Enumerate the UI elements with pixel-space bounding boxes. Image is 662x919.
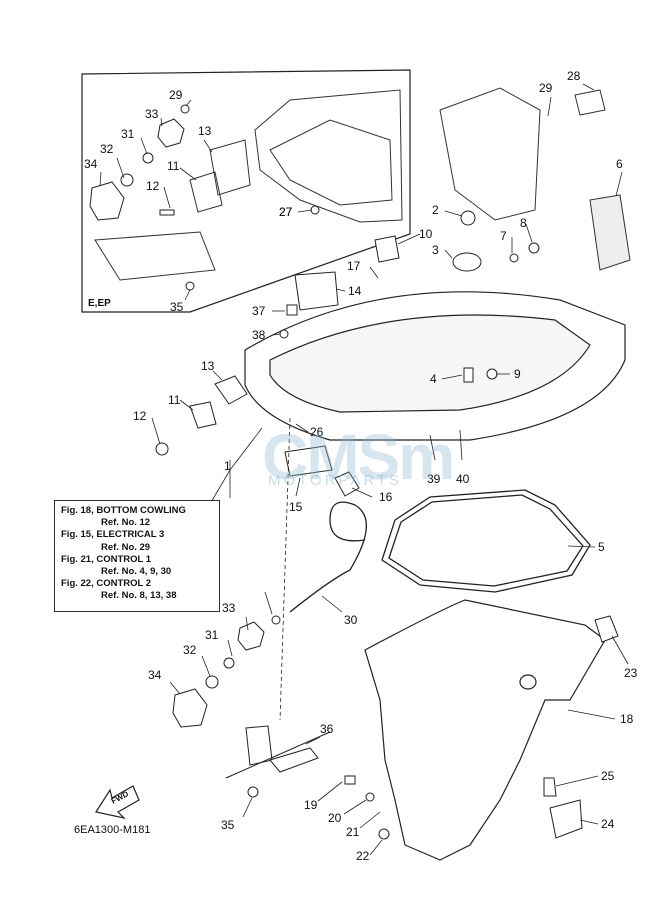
inset-callout-27: 27 bbox=[279, 205, 293, 219]
callout-21: 21 bbox=[346, 825, 360, 839]
callout-20: 20 bbox=[328, 811, 342, 825]
callout-14: 14 bbox=[348, 284, 362, 298]
lower-cover bbox=[364, 599, 606, 861]
fwd-arrow: FWD bbox=[95, 785, 140, 820]
inset-callout-13: 13 bbox=[198, 124, 212, 138]
callout-8: 8 bbox=[520, 216, 527, 230]
callout-19: 19 bbox=[304, 798, 318, 812]
inset-callout-12: 12 bbox=[146, 179, 160, 193]
callout-23: 23 bbox=[624, 666, 638, 680]
callout-2: 2 bbox=[432, 203, 439, 217]
callout-27: 27 bbox=[279, 205, 293, 219]
callout-39: 39 bbox=[427, 472, 441, 486]
callout-1: 1 bbox=[224, 459, 231, 473]
callout-40: 40 bbox=[456, 472, 470, 486]
callout-6: 6 bbox=[616, 157, 623, 171]
callout-24: 24 bbox=[601, 817, 615, 831]
bottom-cowling-tray bbox=[244, 291, 626, 441]
lower-bracket bbox=[225, 725, 331, 779]
callout-11: 11 bbox=[168, 393, 181, 407]
upper-bracket bbox=[439, 87, 631, 271]
cable bbox=[289, 501, 368, 613]
callout-30: 30 bbox=[344, 613, 358, 627]
callout-38: 38 bbox=[252, 328, 266, 342]
callout-16: 16 bbox=[379, 490, 393, 504]
ref-no-1: Ref. No. 12 bbox=[101, 517, 151, 529]
callout-5: 5 bbox=[598, 540, 605, 554]
callout-10: 10 bbox=[419, 227, 433, 241]
callout-3: 3 bbox=[432, 243, 439, 257]
drawing-code: 6EA1300-M181 bbox=[74, 824, 151, 836]
callout-25: 25 bbox=[601, 769, 615, 783]
callout-12: 12 bbox=[133, 409, 147, 423]
inset-callout-34: 34 bbox=[84, 157, 98, 171]
inset-label: E,EP bbox=[88, 298, 111, 309]
gasket bbox=[381, 489, 591, 593]
watermark-logo: CMSm bbox=[262, 421, 455, 493]
watermark-subtext: MOTORPARTS bbox=[268, 472, 403, 489]
inset-small-parts bbox=[89, 104, 320, 291]
inset-bracket bbox=[94, 89, 403, 281]
callout-32: 32 bbox=[183, 643, 197, 657]
callout-37: 37 bbox=[252, 304, 266, 318]
lower-small-parts bbox=[155, 210, 619, 840]
callout-22: 22 bbox=[356, 849, 370, 863]
inset-callout-11: 11 bbox=[167, 159, 180, 173]
inset-callout-32: 32 bbox=[100, 142, 114, 156]
callout-7: 7 bbox=[500, 229, 507, 243]
inset-callout-numbers: 29 33 31 32 13 34 11 12 27 35 bbox=[84, 88, 293, 314]
inset-callout-35: 35 bbox=[170, 300, 184, 314]
callout-13: 13 bbox=[201, 359, 215, 373]
callout-numbers: 1 2 3 4 5 6 7 8 9 10 11 12 13 14 15 16 1… bbox=[133, 69, 638, 863]
callout-35: 35 bbox=[221, 818, 235, 832]
inset-callout-29: 29 bbox=[169, 88, 183, 102]
callout-33: 33 bbox=[222, 601, 236, 615]
callout-9: 9 bbox=[514, 367, 521, 381]
callout-36: 36 bbox=[320, 722, 334, 736]
ref-fig-3: Fig. 21, CONTROL 1 bbox=[61, 553, 152, 565]
callout-26: 26 bbox=[310, 425, 324, 439]
ref-fig-1: Fig. 18, BOTTOM COWLING bbox=[61, 505, 186, 516]
callout-34: 34 bbox=[148, 668, 162, 682]
callout-15: 15 bbox=[289, 500, 303, 514]
inset-callout-31: 31 bbox=[121, 127, 135, 141]
reference-box: Fig. 18, BOTTOM COWLING Ref. No. 12 Fig.… bbox=[54, 500, 220, 612]
callout-29: 29 bbox=[539, 81, 553, 95]
ref-no-3: Ref. No. 4, 9, 30 bbox=[101, 566, 172, 578]
callout-17: 17 bbox=[347, 259, 361, 273]
inset-callout-33: 33 bbox=[145, 107, 159, 121]
ref-fig-4: Fig. 22, CONTROL 2 bbox=[61, 578, 152, 590]
callout-4: 4 bbox=[430, 372, 437, 386]
ref-no-4: Ref. No. 8, 13, 38 bbox=[101, 590, 177, 602]
ref-no-2: Ref. No. 29 bbox=[101, 541, 151, 553]
callout-31: 31 bbox=[205, 628, 219, 642]
callout-18: 18 bbox=[620, 712, 634, 726]
leader-lines bbox=[99, 83, 629, 856]
callout-28: 28 bbox=[567, 69, 581, 83]
ref-fig-2: Fig. 15, ELECTRICAL 3 bbox=[61, 529, 165, 541]
inset-frame bbox=[81, 69, 411, 313]
